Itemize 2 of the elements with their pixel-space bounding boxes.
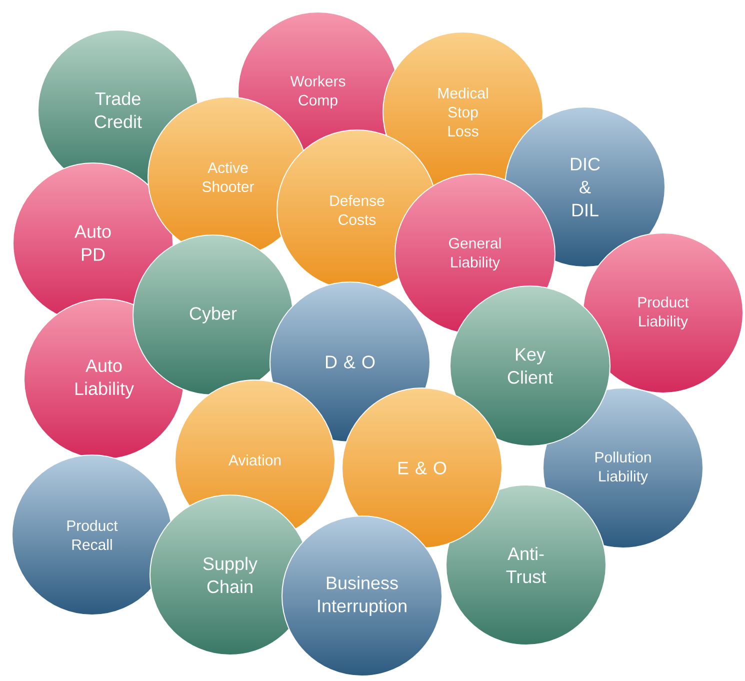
- bubble: Business Interruption: [282, 516, 442, 676]
- bubble: Product Recall: [12, 454, 172, 616]
